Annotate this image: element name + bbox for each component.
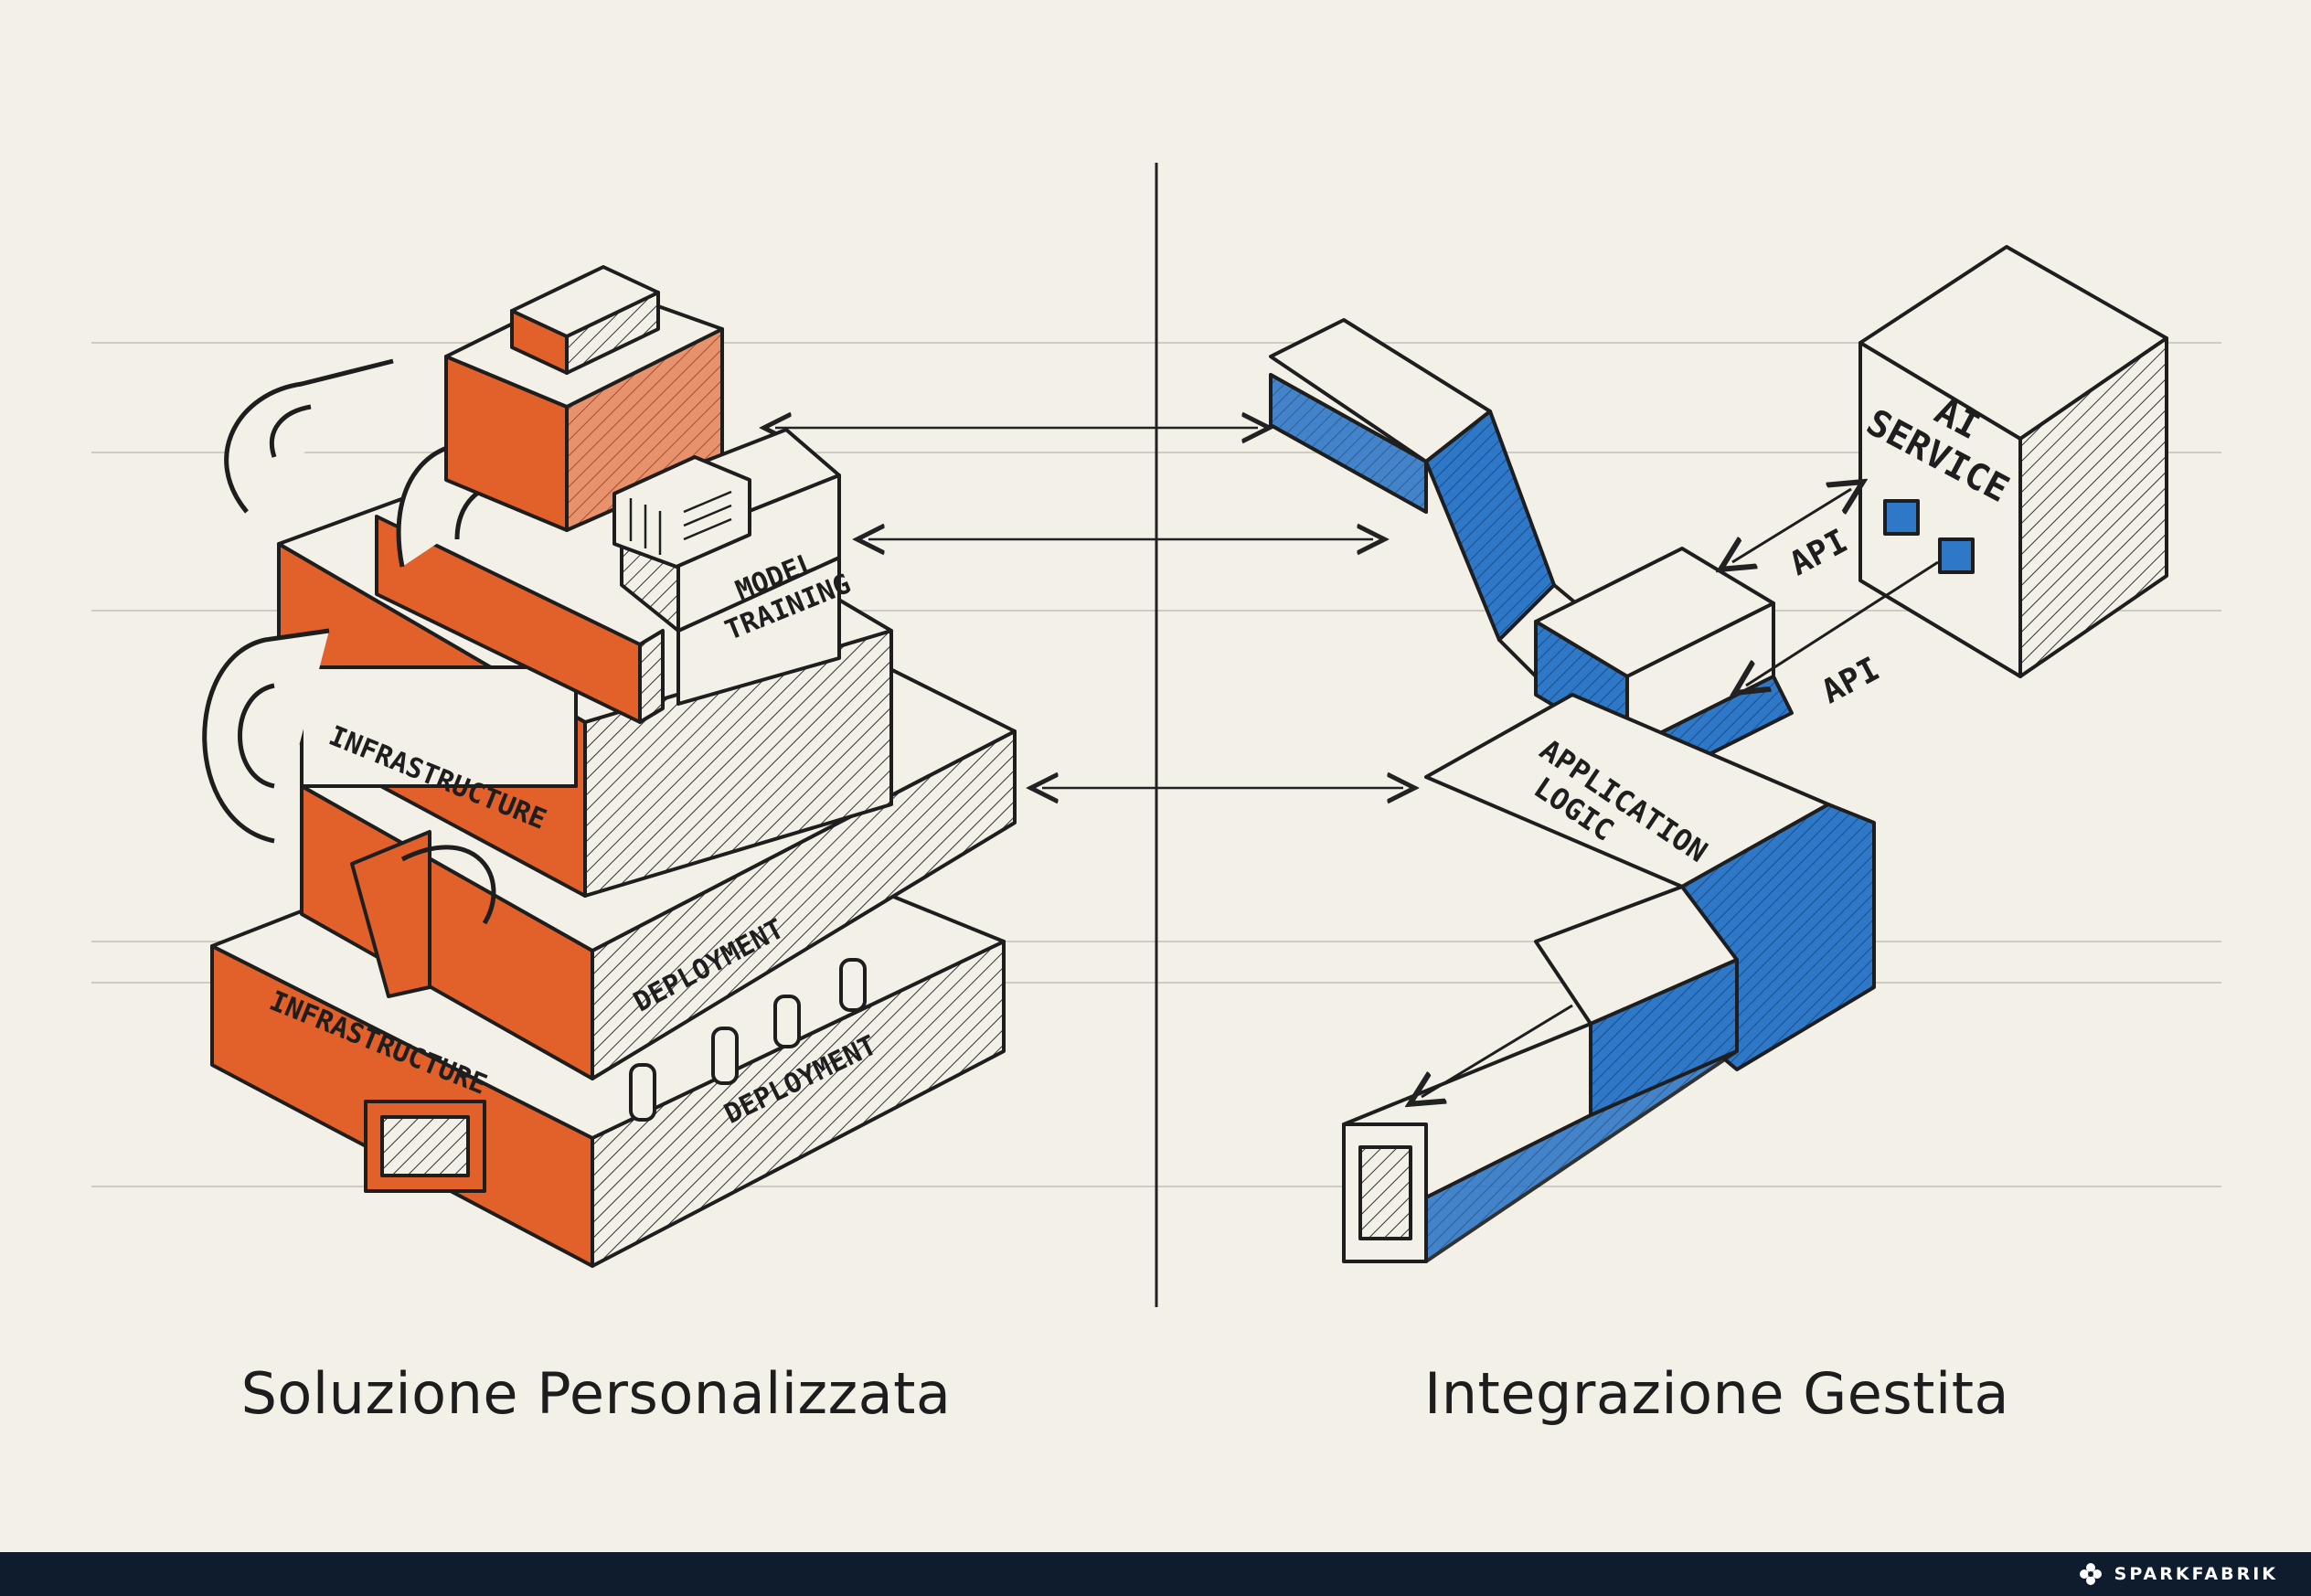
caption-custom-solution: Soluzione Personalizzata [240,1360,952,1427]
connector-arrows [775,428,1403,788]
custom-solution-stack [202,265,1017,1268]
api-port-2 [1938,537,1975,574]
footer-bar: SPARKFABRIK [0,1552,2311,1596]
side-pipe [202,358,394,844]
label-api-top: API [1784,522,1854,583]
api-port-1 [1883,499,1920,536]
front-connector [350,830,496,998]
duct-lower [1342,693,1876,1263]
label-api-bottom: API [1816,650,1886,711]
sparkfabrik-logo-icon [2079,1563,2102,1585]
orange-tower [444,265,724,532]
managed-integration [1269,245,2168,1263]
brand-logo[interactable]: SPARKFABRIK [2078,1561,2278,1587]
caption-managed-integration: Integrazione Gestita [1423,1360,2010,1427]
api-arrows [1732,489,1939,686]
brand-name: SPARKFABRIK [2114,1564,2278,1584]
ai-service-cube [1858,245,2168,678]
model-training-box [612,428,841,706]
support-posts [629,958,867,1122]
